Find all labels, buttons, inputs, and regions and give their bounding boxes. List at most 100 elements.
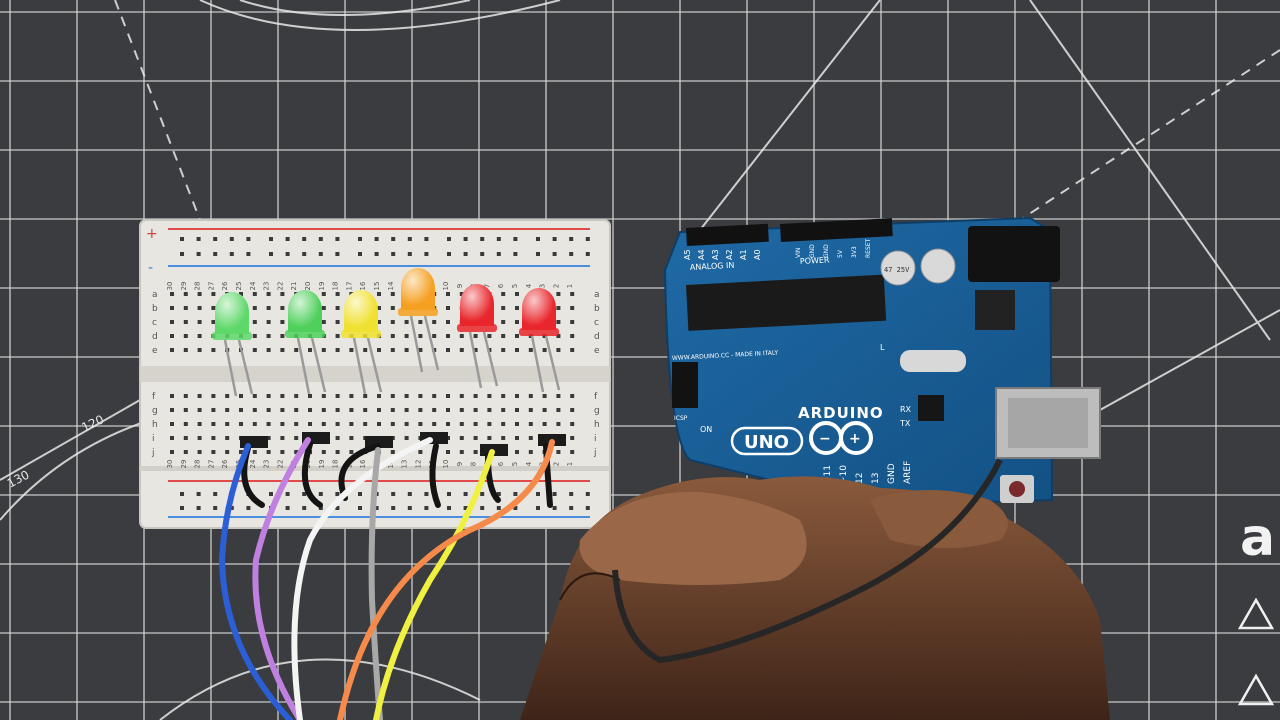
breadboard-hole [515,422,519,426]
atmega-chip [686,274,887,331]
rail-hole [335,237,340,241]
breadboard-hole [280,394,285,398]
column-number: 4 [525,461,533,466]
rail-hole [447,492,451,496]
breadboard-hole [280,436,285,440]
analog-in-label: ANALOG IN [690,261,735,272]
analog-pin-label: A0 [753,249,762,260]
led [519,288,561,393]
rail-hole [463,237,468,241]
breadboard-hole [170,334,174,338]
breadboard-hole [459,292,464,296]
breadboard-hole [446,450,450,454]
breadboard-hole [335,306,340,310]
row-letter: d [152,332,158,342]
breadboard-hole [432,408,437,412]
row-letter: f [152,392,156,402]
led [457,284,499,389]
breadboard-hole [377,306,381,310]
breadboard-hole [473,348,478,352]
rail-hole [569,237,574,241]
breadboard-hole [556,450,561,454]
breadboard-hole [528,394,533,398]
power-label: POWER [800,255,831,266]
breadboard-hole [294,408,299,412]
digital-pin-label: 13 [871,473,881,484]
rail-hole [335,252,340,256]
rail-hole [335,492,340,496]
rail-hole [246,506,251,510]
breadboard-hole [183,306,188,310]
row-letter: i [594,434,597,444]
breadboard-hole [501,320,506,324]
breadboard-hole [252,408,257,412]
row-letter: h [152,420,158,430]
breadboard-hole [570,320,575,324]
l-label: L [880,343,885,352]
rail-hole [496,492,501,496]
analog-pin-label: A2 [725,249,734,260]
column-number: 9 [456,462,464,466]
breadboard-hole [183,292,188,296]
rail-hole [213,506,218,510]
breadboard-hole [556,292,561,296]
breadboard-hole [432,334,437,338]
column-number: 2 [552,284,560,288]
breadboard-hole [197,450,202,454]
breadboard-hole [377,422,381,426]
breadboard-hole [197,394,202,398]
breadboard-hole [266,436,271,440]
rail-hole [285,252,290,256]
rail-hole [463,252,468,256]
breadboard-hole [321,422,326,426]
breadboard-hole [308,348,312,352]
breadboard-hole [404,334,409,338]
rail-hole [585,252,590,256]
rail-hole [318,252,323,256]
breadboard-hole [418,320,423,324]
column-number: 10 [442,460,450,469]
breadboard-hole [197,422,202,426]
analog-pin-label: A1 [739,249,748,260]
rail-hole [358,506,362,510]
breadboard-hole [308,408,312,412]
power-pin-label: GND [823,244,830,258]
column-number: 21 [290,282,298,291]
breadboard-hole [542,408,547,412]
breadboard-hole [377,408,381,412]
breadboard-hole [377,292,381,296]
breadboard-hole [335,348,340,352]
row-letter: d [594,332,600,342]
rail-hole [269,492,273,496]
rail-hole [552,506,557,510]
breadboard-hole [252,348,257,352]
column-number: 27 [207,460,215,469]
column-number: 7 [483,284,491,288]
column-number: 5 [511,462,519,466]
row-letter: a [152,290,158,300]
breadboard-hole [266,334,271,338]
breadboard-hole [252,394,257,398]
breadboard-hole [446,408,450,412]
breadboard-hole [487,436,492,440]
column-number: 15 [373,282,381,291]
rail-hole [585,506,590,510]
breadboard-hole [252,320,257,324]
led [341,290,383,395]
breadboard-hole [418,348,423,352]
breadboard-hole [390,408,395,412]
breadboard-hole [321,306,326,310]
breadboard-hole [349,422,354,426]
breadboard-hole [266,450,271,454]
column-number: 27 [207,282,215,291]
breadboard-hole [390,306,395,310]
breadboard-hole [197,306,202,310]
column-number: 20 [304,282,312,291]
breadboard-hole [335,408,340,412]
rail-hole [391,237,396,241]
column-number: 14 [387,281,395,290]
breadboard-hole [170,422,174,426]
breadboard-hole [321,320,326,324]
breadboard-hole [225,422,230,426]
